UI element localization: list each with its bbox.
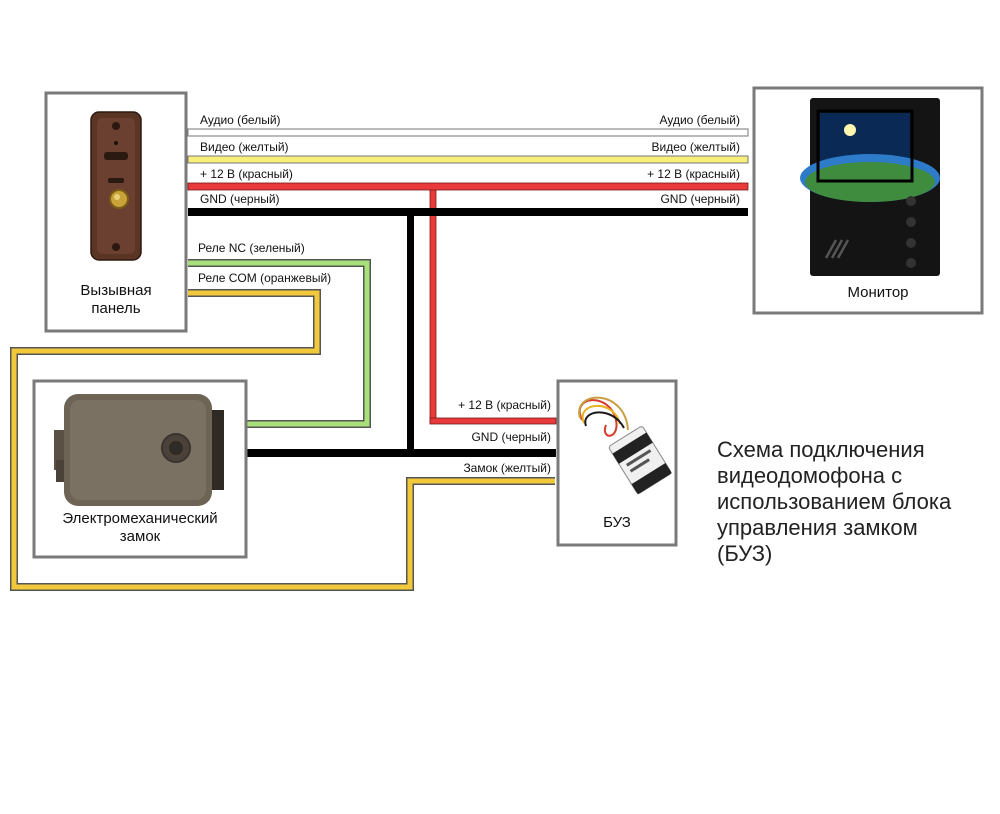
video-label-left: Видео (желтый) bbox=[200, 140, 289, 154]
power-label-left: + 12 В (красный) bbox=[200, 167, 293, 181]
buz-power-label: + 12 В (красный) bbox=[458, 398, 551, 412]
relay-com-label: Реле COM (оранжевый) bbox=[198, 271, 331, 285]
relay-nc-label: Реле NC (зеленый) bbox=[198, 241, 305, 255]
buz-gnd-wire bbox=[246, 449, 556, 457]
power-drop-wire bbox=[429, 184, 437, 424]
caption-line-2: видеодомофона с bbox=[717, 463, 903, 488]
caption-line-4: управления замком bbox=[717, 515, 918, 540]
power-wire bbox=[187, 182, 749, 191]
lock-label-1: Электромеханический bbox=[62, 510, 217, 527]
audio-wire bbox=[187, 128, 749, 137]
buz-label: БУЗ bbox=[603, 514, 631, 531]
call-panel-label-1: Вызывная bbox=[80, 282, 151, 299]
lock-image bbox=[54, 394, 224, 506]
monitor-box: Монитор bbox=[752, 86, 984, 315]
lock-label-2: замок bbox=[120, 528, 161, 545]
gnd-drop-wire bbox=[407, 210, 414, 456]
caption-line-1: Схема подключения bbox=[717, 437, 925, 462]
lock-box: Электромеханический замок bbox=[32, 379, 248, 559]
caption-line-3: использованием блока bbox=[717, 489, 952, 514]
gnd-label-left: GND (черный) bbox=[200, 192, 280, 206]
buz-module-image bbox=[578, 396, 672, 495]
monitor-label: Монитор bbox=[847, 284, 908, 301]
wires bbox=[10, 128, 749, 591]
caption-line-5: (БУЗ) bbox=[717, 541, 773, 566]
buz-gnd-label: GND (черный) bbox=[471, 430, 551, 444]
call-panel-box: Вызывная панель bbox=[44, 91, 188, 333]
buz-box: БУЗ bbox=[556, 379, 678, 547]
call-panel-image bbox=[90, 111, 142, 261]
wire-labels: Аудио (белый) Аудио (белый) Видео (желты… bbox=[198, 113, 740, 475]
diagram-caption: Схема подключения видеодомофона с исполь… bbox=[717, 437, 987, 567]
buz-lock-label: Замок (желтый) bbox=[463, 461, 551, 475]
audio-label-right: Аудио (белый) bbox=[659, 113, 740, 127]
gnd-wire bbox=[188, 208, 748, 216]
monitor-image bbox=[800, 98, 940, 276]
power-label-right: + 12 В (красный) bbox=[647, 167, 740, 181]
video-wire bbox=[187, 155, 749, 164]
speaker-grille-icon bbox=[824, 239, 850, 259]
gnd-label-right: GND (черный) bbox=[660, 192, 740, 206]
audio-label-left: Аудио (белый) bbox=[200, 113, 281, 127]
call-panel-label-2: панель bbox=[91, 300, 140, 317]
video-label-right: Видео (желтый) bbox=[651, 140, 740, 154]
